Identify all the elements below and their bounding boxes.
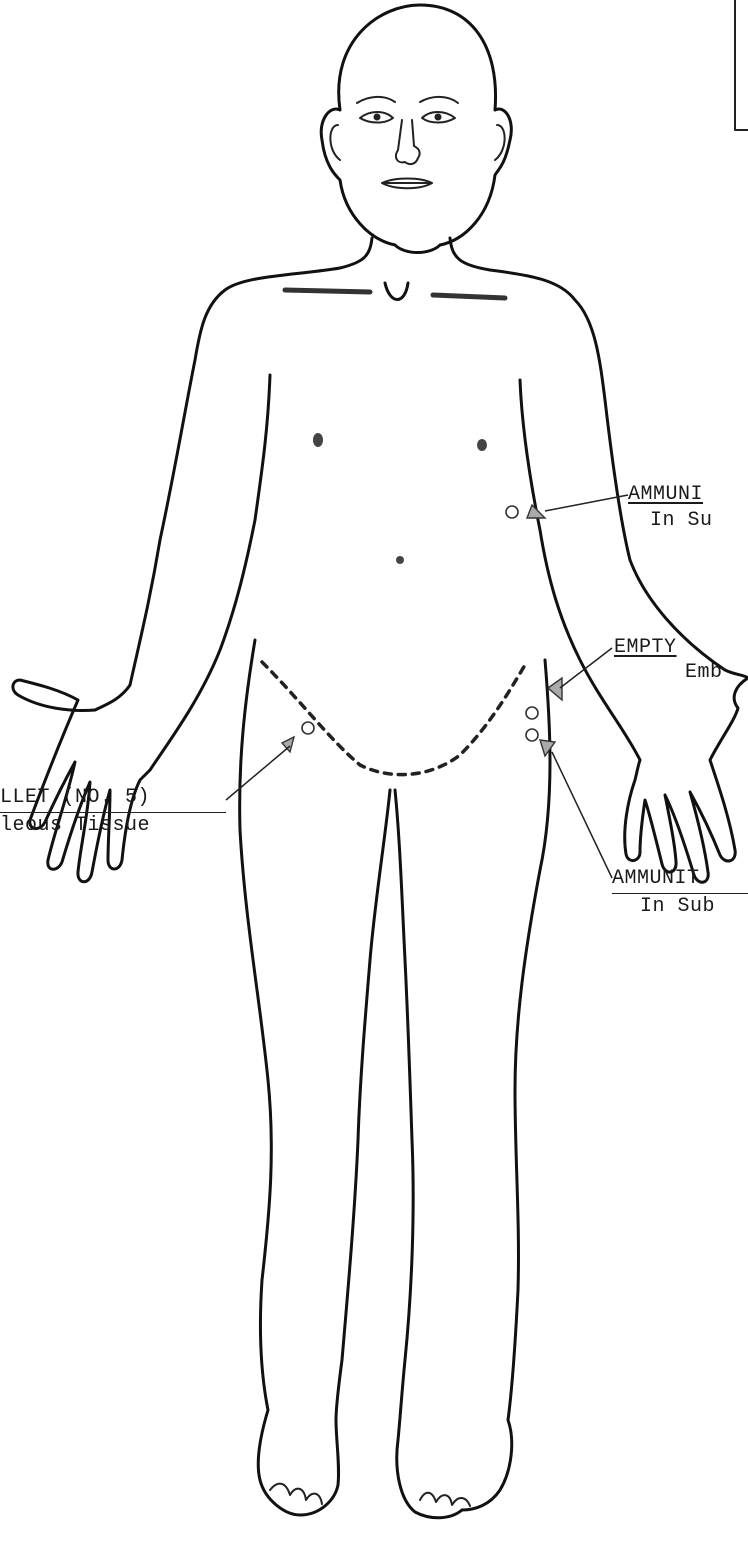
label-hip-lower-line1: AMMUNIT	[612, 868, 700, 890]
right-leg-inner	[395, 790, 462, 1518]
right-arm-inner	[520, 380, 640, 760]
eyebrow-right	[420, 97, 458, 103]
head-outline	[321, 5, 511, 253]
ear-right	[495, 125, 505, 160]
label-thigh-line1: LLET (NO. 5)	[0, 787, 150, 809]
header-box-corner	[735, 0, 748, 130]
left-leg-outer	[240, 640, 339, 1515]
triangle-marker-thigh	[282, 737, 294, 752]
left-leg-inner	[336, 790, 390, 1420]
right-hand	[625, 678, 748, 882]
left-arm-inner	[150, 375, 270, 770]
label-thigh-rule	[0, 812, 226, 813]
entry-mark-chest	[506, 506, 518, 518]
eyebrow-left	[357, 97, 395, 103]
pointer-hip-upper	[560, 648, 612, 688]
right-leg-outer	[462, 660, 550, 1510]
pelvis-dashed-line	[262, 662, 525, 775]
pointer-chest	[545, 495, 628, 511]
collarbone-right	[433, 295, 505, 298]
label-chest-line1: AMMUNI	[628, 484, 703, 506]
triangle-marker-hip-upper	[548, 678, 562, 700]
pupil-right	[435, 114, 442, 121]
nipple-left	[313, 433, 323, 447]
label-hip-lower-line2: In Sub	[640, 896, 715, 918]
torso-outline-right	[450, 238, 748, 678]
torso-outline	[95, 238, 372, 710]
ear-left	[330, 125, 340, 160]
left-hand	[13, 680, 150, 882]
pupil-left	[374, 114, 381, 121]
suprasternal-notch	[385, 283, 408, 300]
navel	[396, 556, 404, 564]
label-hip-upper-line1: EMPTY	[614, 637, 677, 659]
nipple-right	[477, 439, 487, 451]
entry-mark-hip-2	[526, 729, 538, 741]
label-thigh-line2: leous Tissue	[0, 815, 150, 837]
collarbone-left	[285, 290, 370, 292]
nose	[396, 120, 420, 164]
pointer-thigh	[226, 746, 290, 800]
entry-mark-thigh	[302, 722, 314, 734]
entry-mark-hip-1	[526, 707, 538, 719]
left-toes	[270, 1484, 322, 1504]
label-hip-upper-line2: Emb	[685, 662, 723, 684]
pointer-hip-lower	[552, 752, 612, 878]
label-hip-lower-rule	[612, 893, 748, 894]
right-toes	[420, 1493, 470, 1506]
label-chest-line2: In Su	[650, 510, 713, 532]
